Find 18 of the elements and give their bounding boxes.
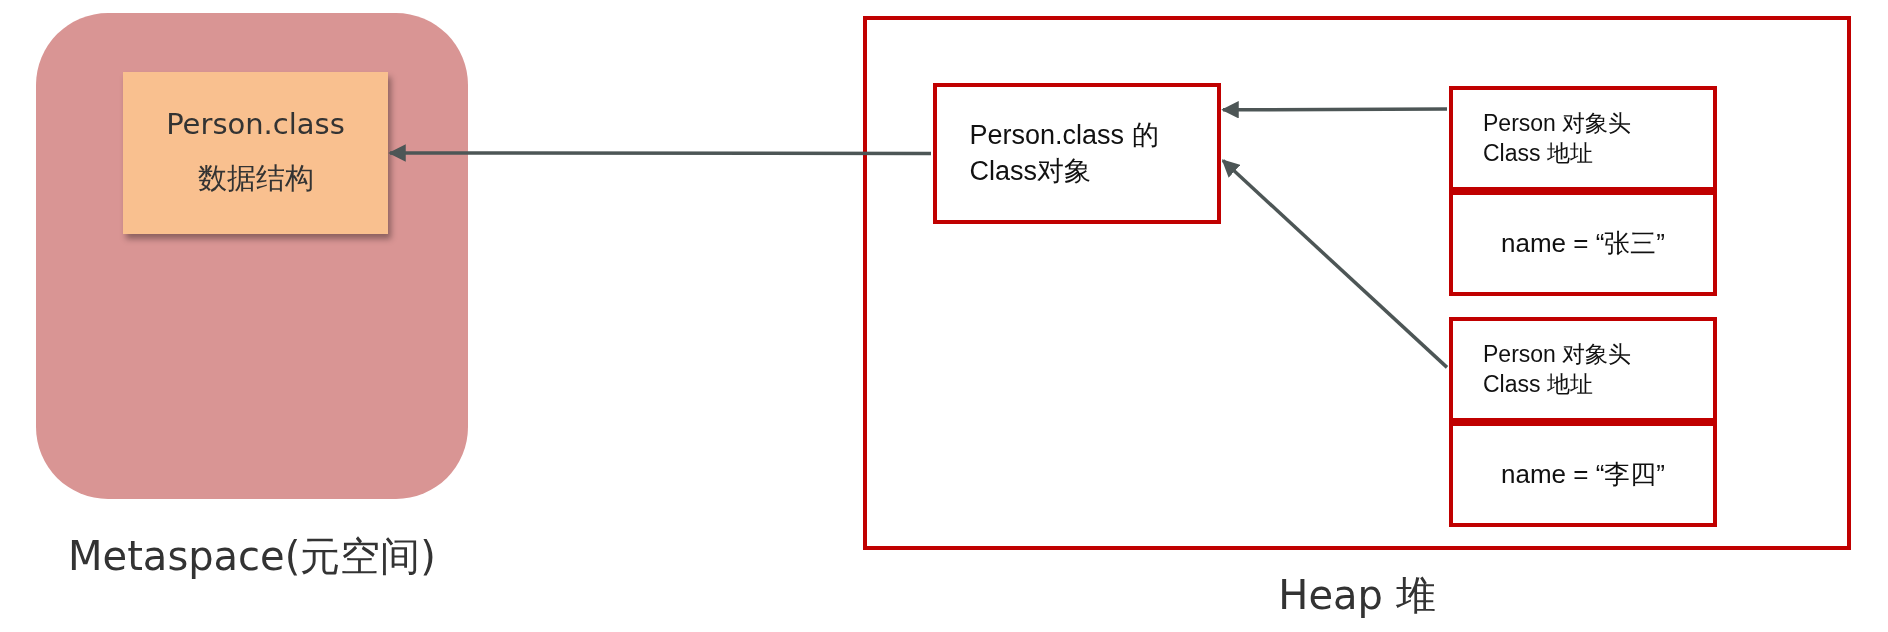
arrow [1221, 101, 1447, 119]
object-box [1449, 422, 1717, 527]
box-text: Person.class 的Class对象 [969, 119, 1160, 188]
box-text: name = “张三” [1501, 226, 1665, 260]
object-box [1449, 86, 1717, 191]
object-box [933, 83, 1221, 224]
box-text: Person.class [165, 107, 346, 141]
object-box [1449, 317, 1717, 422]
object-box [1449, 191, 1717, 296]
arrow [388, 144, 931, 162]
region-title: Heap 堆 [1277, 571, 1437, 620]
box-text: Person 对象头 Class 地址 [1483, 339, 1633, 399]
box-text: name = “李四” [1501, 457, 1665, 491]
region-title: Metaspace(元空间) [67, 532, 437, 581]
box-text: 数据结构 [196, 160, 315, 197]
data-structure-box [123, 72, 388, 234]
box-text: Person 对象头 Class 地址 [1483, 108, 1633, 168]
arrow [1221, 159, 1449, 369]
